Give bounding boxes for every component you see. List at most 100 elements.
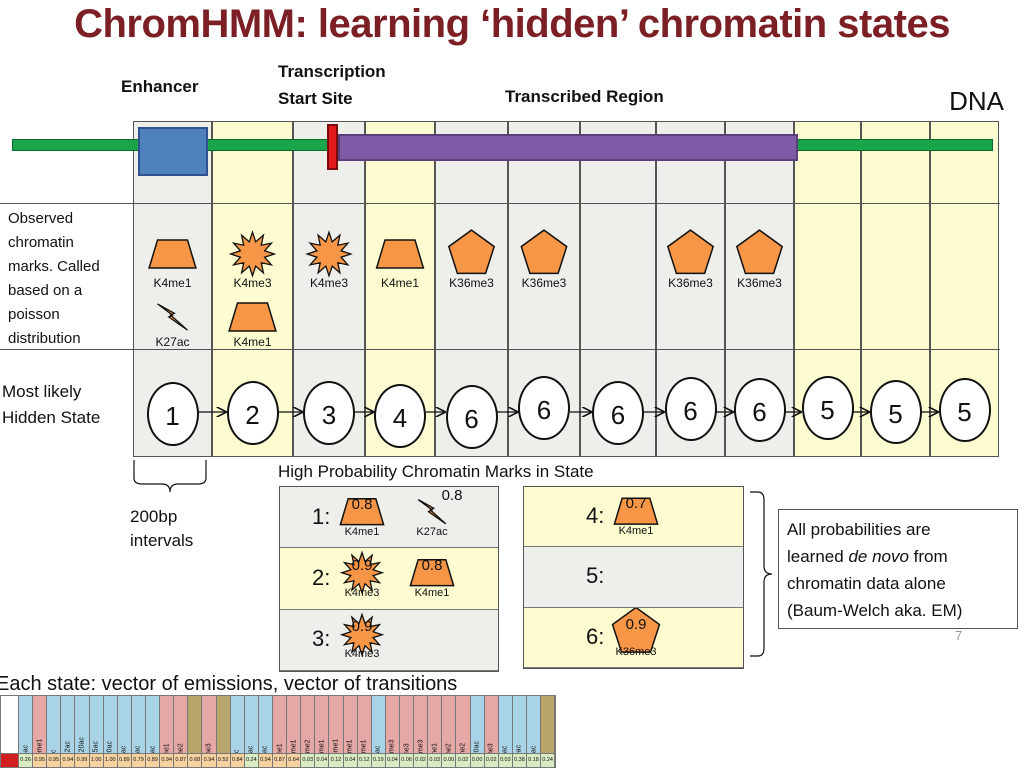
matrix-value: 0.87	[273, 753, 287, 767]
matrix-value: 0.06	[399, 753, 414, 767]
matrix-column: H3K9me20.00	[442, 696, 457, 767]
trapezoid-mark	[375, 239, 425, 269]
high-prob-heading: High Probability Chromatin Marks in Stat…	[278, 462, 594, 481]
matrix-column: H3K27me10.04	[343, 696, 358, 767]
bolt-mark	[157, 303, 188, 331]
matrix-column: H3K4me30.02	[484, 696, 499, 767]
hidden-state-node: 5	[869, 380, 922, 444]
matrix-column: H3K4ac0.95	[47, 696, 62, 767]
pentagon-mark	[735, 229, 784, 275]
hidden-state-node: 5	[801, 376, 854, 440]
matrix-value: 0.19	[371, 753, 385, 767]
observed-mark-label: K4me1	[233, 335, 272, 349]
bolt-mark	[417, 499, 447, 525]
hidden-state-label: Most likely Hidden State	[2, 382, 101, 427]
hidden-state-node: 1	[146, 382, 199, 446]
emission-probability: 0.7	[625, 495, 647, 513]
matrix-column: H2BK20ac1.00	[103, 696, 118, 767]
matrix-column: H3K4me20.87	[174, 696, 189, 767]
star-mark	[339, 612, 385, 657]
matrix-value: 0.89	[146, 753, 160, 767]
observed-mark-label: K36me3	[737, 276, 782, 290]
matrix-value: 0.24	[244, 753, 258, 767]
panel-mark-label: K36me3	[615, 645, 657, 658]
pentagon-mark	[520, 229, 568, 275]
matrix-value: 0.02	[414, 753, 428, 767]
emission-probability: 0.8	[441, 487, 463, 504]
state-row-marks	[339, 550, 455, 596]
matrix-column: H3K23ac0.24	[244, 696, 259, 767]
hidden-state-node: 2	[226, 381, 279, 445]
interval-bracket	[133, 460, 207, 493]
panel-mark-label: K4me3	[344, 586, 380, 599]
emission-probability: 0.9	[351, 618, 373, 636]
matrix-column: PolII0.52	[216, 696, 231, 767]
hidden-state-node: 3	[303, 381, 355, 445]
matrix-value: 0.38	[512, 753, 526, 767]
matrix-value: 0.87	[174, 753, 188, 767]
matrix-column: H2BK5me10.95	[33, 696, 48, 767]
matrix-value: 0.12	[357, 753, 371, 767]
trapezoid-mark	[613, 497, 659, 525]
matrix-value: 0.94	[160, 753, 174, 767]
matrix-column: H4R3me20.02	[456, 696, 471, 767]
state-row: 5:	[524, 547, 743, 608]
matrix-value: 0.94	[258, 753, 272, 767]
matrix-column: H3K27ac0.79	[131, 696, 147, 767]
tss-marker	[327, 124, 338, 170]
matrix-value: 0.94	[61, 753, 75, 767]
star-mark	[228, 230, 277, 278]
matrix-column: H2BK12ac0.94	[61, 696, 76, 767]
matrix-value	[1, 753, 19, 767]
matrix-column: H2AK5ac0.26	[19, 696, 34, 767]
matrix-value: 0.04	[343, 753, 357, 767]
matrix-value: 0.79	[131, 753, 146, 767]
matrix-value: 0.84	[230, 753, 244, 767]
page-number: 7	[955, 628, 963, 643]
state-row-marks	[613, 497, 659, 525]
matrix-value: 0.02	[456, 753, 470, 767]
matrix-column: H4K12ac0.18	[526, 696, 542, 767]
matrix-value: 0.94	[202, 753, 216, 767]
row-divider-bottom	[0, 349, 1000, 350]
panel-mark-label: K4me1	[414, 586, 450, 599]
observed-mark-label: K36me3	[668, 276, 713, 290]
star-mark	[339, 550, 385, 596]
matrix-column: CTCF0.24	[541, 696, 555, 767]
panel-mark-label: K4me3	[344, 648, 380, 661]
slide-title: ChromHMM: learning ‘hidden’ chromatin st…	[74, 2, 950, 46]
emission-probability: 0.9	[351, 556, 373, 574]
matrix-value: 0.00	[442, 753, 456, 767]
matrix-column: H3K79me20.03	[301, 696, 316, 767]
transcribed-region-label: Transcribed Region	[505, 87, 664, 106]
pentagon-mark	[447, 229, 496, 275]
matrix-value: 0.99	[75, 753, 89, 767]
star-mark	[305, 230, 353, 278]
matrix-value: 0.89	[117, 753, 131, 767]
matrix-value: 0.52	[216, 753, 230, 767]
emission-probability: 0.8	[351, 495, 373, 513]
pentagon-mark	[611, 607, 661, 653]
matrix-column: state	[1, 696, 20, 767]
matrix-value: 1.00	[89, 753, 103, 767]
panel-mark-label: K27ac	[416, 525, 448, 538]
state-row-marks	[611, 607, 661, 653]
trapezoid-mark	[148, 239, 197, 269]
tss-label-line2: Start Site	[278, 89, 353, 108]
interval-label: 200bp intervals	[130, 507, 194, 550]
hidden-state-node: 6	[518, 376, 570, 440]
matrix-value: 0.24	[541, 753, 555, 767]
matrix-value: 0.04	[385, 753, 399, 767]
observed-mark-label: K4me1	[380, 276, 420, 290]
enhancer-box	[138, 127, 208, 176]
observed-mark-label: K36me3	[449, 276, 494, 290]
observed-mark-label: K4me1	[153, 276, 192, 290]
matrix-column: H3R2me10.03	[428, 696, 443, 767]
